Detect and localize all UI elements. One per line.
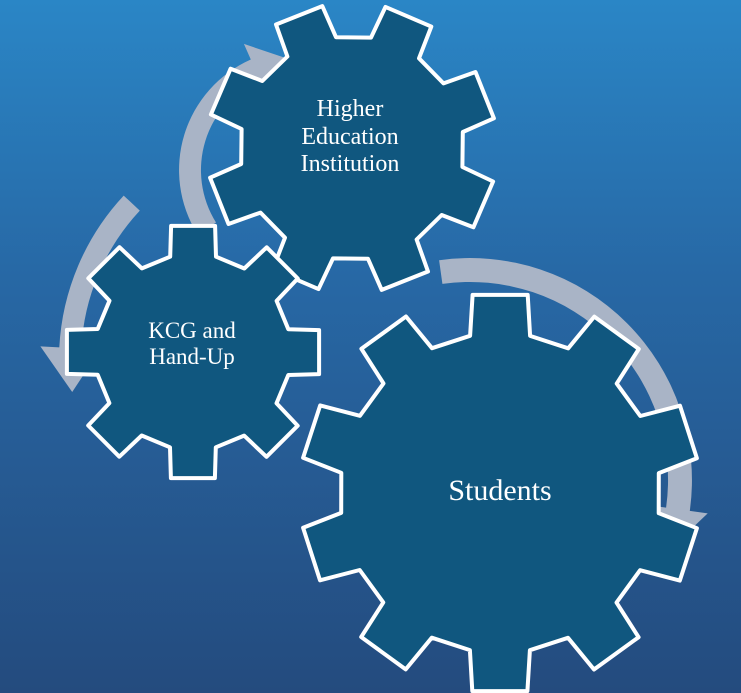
gear-icon [64,223,322,481]
gear-icon [208,4,496,292]
gears [64,4,699,693]
gear-icon [301,292,699,693]
